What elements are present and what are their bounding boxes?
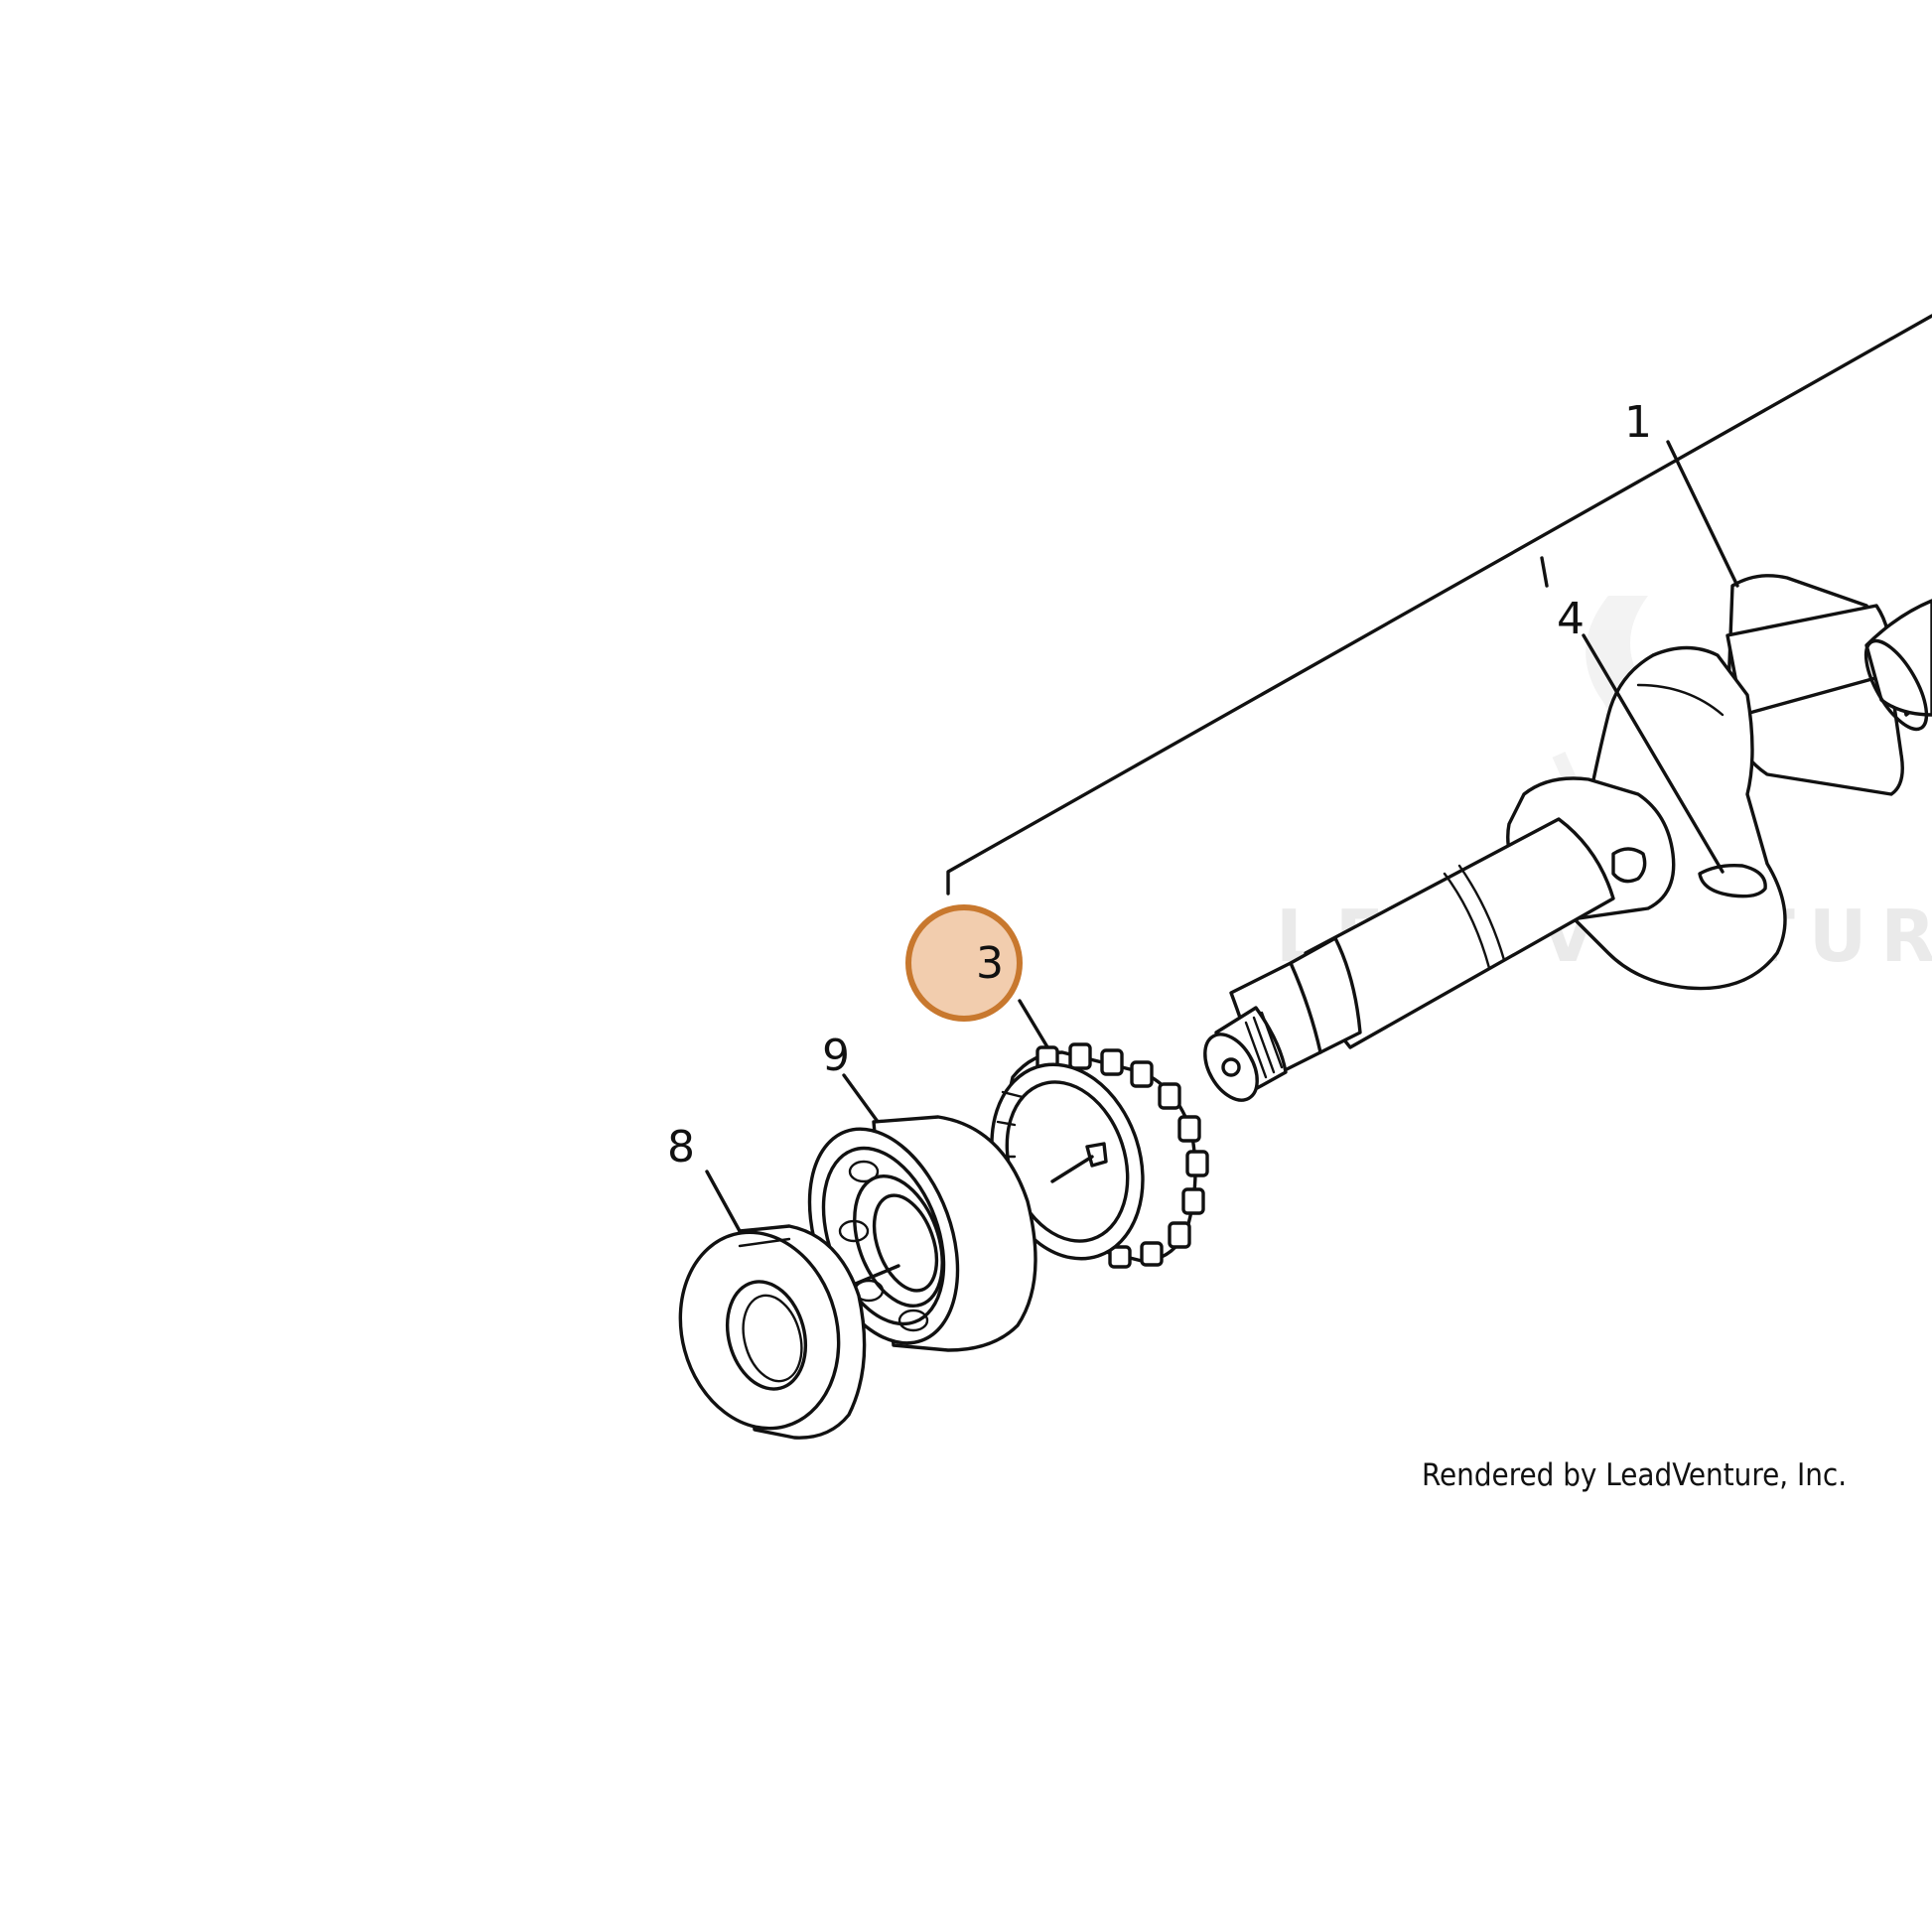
crankshaft	[1203, 574, 1932, 1102]
bearing-part-9	[807, 1115, 1037, 1352]
callout-3[interactable]: 3	[976, 938, 1004, 989]
leader-lines	[705, 440, 1739, 1233]
credit-text: Rendered by LeadVenture, Inc.	[1422, 1457, 1847, 1493]
seal-part-8	[678, 1224, 867, 1440]
bracket-line	[946, 314, 1932, 896]
highlight-circle	[905, 904, 1023, 1022]
callout-4[interactable]: 4	[1557, 594, 1585, 644]
callout-1[interactable]: 1	[1624, 397, 1652, 448]
callout-9[interactable]: 9	[822, 1031, 850, 1081]
callout-8[interactable]: 8	[667, 1122, 695, 1173]
